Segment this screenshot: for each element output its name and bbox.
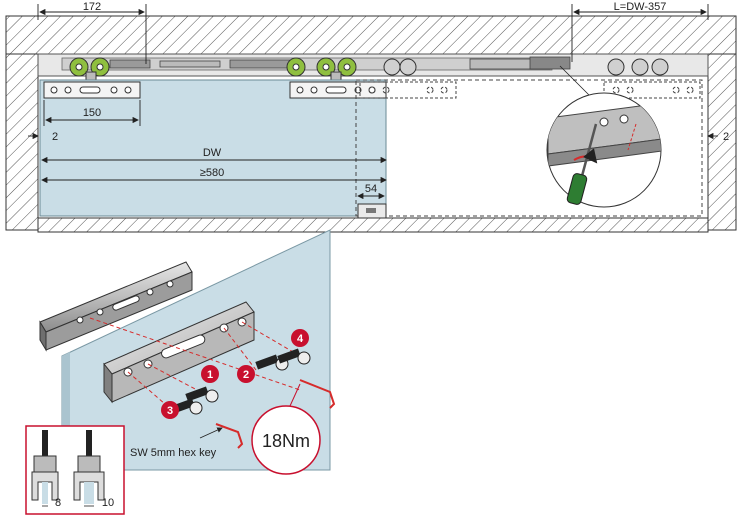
door-open-position xyxy=(355,79,703,217)
dim-door-width: DW xyxy=(203,147,222,159)
step-badge-3: 3 xyxy=(161,401,179,419)
hex-key-icon xyxy=(299,379,336,409)
rotation-arrow-icon xyxy=(573,148,598,164)
hex-key-label: SW 5mm hex key xyxy=(130,447,217,459)
bolt-4 xyxy=(277,348,311,365)
dim-bracket: 150 xyxy=(83,107,101,119)
elevation-view: 172 L=DW-357 150 2 2 DW ≥580 54 xyxy=(5,1,737,233)
left-wall xyxy=(5,53,39,231)
dim-gap-right: 2 xyxy=(723,131,729,143)
door-bracket-left xyxy=(43,81,141,99)
dimension-lines xyxy=(28,4,718,200)
clamp-detail-right xyxy=(73,430,105,504)
dim-top-left: 172 xyxy=(83,1,101,13)
hex-key-icon-2 xyxy=(215,423,244,449)
roller-ghost xyxy=(383,58,669,76)
roller-right xyxy=(286,57,357,83)
step-badge-2: 2 xyxy=(237,365,255,383)
step-badge-1: 1 xyxy=(201,365,219,383)
floor xyxy=(37,217,709,233)
assembly-view: 1 2 3 4 SW 5mm hex key 18Nm xyxy=(25,229,336,515)
ceiling-wall xyxy=(5,15,737,55)
clamp-thickness-left: 8 xyxy=(55,497,61,509)
torque-callout xyxy=(251,405,321,475)
glass-door xyxy=(39,79,387,217)
right-wall xyxy=(707,53,737,231)
svg-text:2: 2 xyxy=(243,369,249,381)
detail-callout xyxy=(546,92,662,208)
clamp-plate-front xyxy=(103,301,255,404)
dim-top-right: L=DW-357 xyxy=(614,1,667,13)
door-bracket-right xyxy=(289,81,387,99)
torque-value: 18Nm xyxy=(262,431,310,451)
clamp-rail-back xyxy=(39,261,193,352)
clamp-thickness-right: 10 xyxy=(102,497,114,509)
alignment-lines xyxy=(89,317,301,411)
bolt-1 xyxy=(185,386,219,403)
svg-text:3: 3 xyxy=(167,405,173,417)
dim-stopper: 54 xyxy=(365,183,377,195)
svg-text:1: 1 xyxy=(207,369,213,381)
clamp-detail-left xyxy=(31,430,59,504)
ghost-brackets xyxy=(359,81,701,99)
dim-min-width: ≥580 xyxy=(200,167,224,179)
svg-text:4: 4 xyxy=(297,333,304,345)
dim-gap-left: 2 xyxy=(52,131,58,143)
step-badge-4: 4 xyxy=(291,329,309,347)
